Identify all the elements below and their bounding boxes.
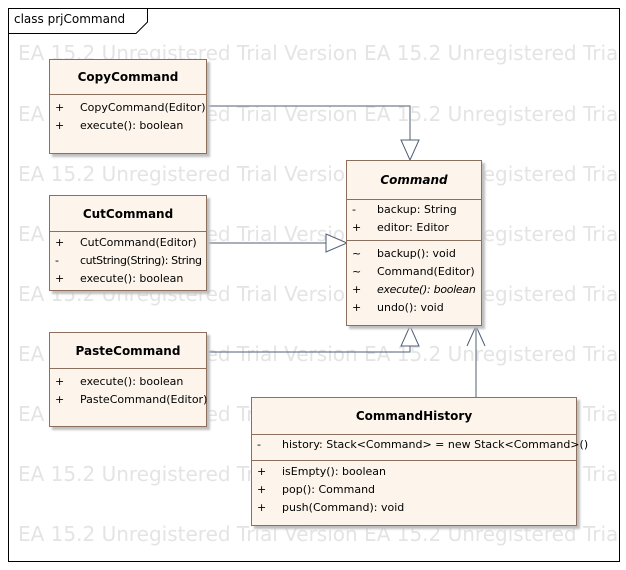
visibility-marker: + xyxy=(55,393,65,406)
operation-row: - cutString(String): String xyxy=(50,252,206,270)
generalization-paste-to-command xyxy=(206,346,411,353)
class-command[interactable]: Command - backup: String + editor: Edito… xyxy=(346,160,482,326)
visibility-marker: + xyxy=(352,301,362,314)
visibility-marker: - xyxy=(257,438,261,451)
attribute-signature: editor: Editor xyxy=(377,221,449,234)
class-copy-command[interactable]: CopyCommand + CopyCommand(Editor) + exec… xyxy=(49,59,207,154)
operation-signature: PasteCommand(Editor) xyxy=(80,393,208,406)
operation-signature: isEmpty(): boolean xyxy=(282,465,387,478)
operation-signature: pop(): Command xyxy=(282,483,376,496)
visibility-marker: - xyxy=(55,254,59,267)
visibility-marker: + xyxy=(55,101,65,114)
generalization-arrowhead xyxy=(325,233,349,253)
operations-compartment: + CutCommand(Editor) - cutString(String)… xyxy=(50,232,206,291)
operations-compartment: + CopyCommand(Editor) + execute(): boole… xyxy=(50,95,206,138)
operation-signature: execute(): boolean xyxy=(80,272,184,285)
operations-compartment: ~ backup(): void ~ Command(Editor) + exe… xyxy=(347,241,481,320)
class-name: CutCommand xyxy=(50,196,206,232)
operation-row: + CutCommand(Editor) xyxy=(50,234,206,252)
operation-row: + isEmpty(): boolean xyxy=(252,463,576,481)
operation-signature: cutString(String): String xyxy=(80,254,202,267)
attribute-row: - history: Stack<Command> = new Stack<Co… xyxy=(252,436,588,454)
operation-row: + push(Command): void xyxy=(252,499,576,517)
operation-signature: CutCommand(Editor) xyxy=(80,236,197,249)
class-name: CommandHistory xyxy=(252,398,576,435)
visibility-marker: ~ xyxy=(352,265,362,278)
visibility-marker: - xyxy=(352,203,356,216)
generalization-arrowhead xyxy=(400,324,420,347)
visibility-marker: + xyxy=(257,483,267,496)
visibility-marker: + xyxy=(55,272,65,285)
visibility-marker: + xyxy=(352,283,362,296)
operation-row: + execute(): boolean xyxy=(50,270,206,288)
operation-signature: Command(Editor) xyxy=(377,265,475,278)
operation-signature: undo(): void xyxy=(377,301,444,314)
operation-row: + execute(): boolean xyxy=(347,281,481,299)
visibility-marker: + xyxy=(55,375,65,388)
operation-signature: push(Command): void xyxy=(282,501,405,514)
operation-row: + undo(): void xyxy=(347,299,481,317)
visibility-marker: ~ xyxy=(352,247,362,260)
class-paste-command[interactable]: PasteCommand + execute(): boolean + Past… xyxy=(49,332,207,427)
attribute-row: - backup: String xyxy=(347,201,481,219)
attributes-compartment: - backup: String + editor: Editor xyxy=(347,200,481,241)
visibility-marker: + xyxy=(55,119,65,132)
operation-signature: execute(): boolean xyxy=(377,283,476,296)
attributes-compartment: - history: Stack<Command> = new Stack<Co… xyxy=(252,435,588,461)
operation-signature: execute(): boolean xyxy=(80,375,184,388)
operations-compartment: + execute(): boolean + PasteCommand(Edit… xyxy=(50,369,208,412)
class-name: Command xyxy=(347,161,481,200)
operation-row: + execute(): boolean xyxy=(50,373,206,391)
generalization-arrowhead xyxy=(400,139,420,162)
class-name: PasteCommand xyxy=(50,333,206,369)
operation-signature: CopyCommand(Editor) xyxy=(80,101,206,114)
frame-title: class prjCommand xyxy=(14,12,126,26)
operation-row: + execute(): boolean xyxy=(50,117,206,135)
visibility-marker: + xyxy=(257,501,267,514)
generalization-copy-to-command xyxy=(206,105,411,140)
operation-row: + PasteCommand(Editor) xyxy=(50,391,208,409)
operations-compartment: + isEmpty(): boolean + pop(): Command + … xyxy=(252,461,576,520)
operation-signature: backup(): void xyxy=(377,247,456,260)
operation-row: ~ Command(Editor) xyxy=(347,263,481,281)
association-arrowhead xyxy=(466,324,486,347)
operation-row: ~ backup(): void xyxy=(347,245,481,263)
attribute-row: + editor: Editor xyxy=(347,219,481,237)
attribute-signature: backup: String xyxy=(377,203,457,216)
visibility-marker: + xyxy=(257,465,267,478)
class-command-history[interactable]: CommandHistory - history: Stack<Command>… xyxy=(251,397,588,526)
frame-tab xyxy=(8,8,148,34)
visibility-marker: + xyxy=(55,236,65,249)
operation-row: + CopyCommand(Editor) xyxy=(50,99,206,117)
operation-row: + pop(): Command xyxy=(252,481,576,499)
visibility-marker: + xyxy=(352,221,362,234)
class-cut-command[interactable]: CutCommand + CutCommand(Editor) - cutStr… xyxy=(49,195,207,291)
operation-signature: execute(): boolean xyxy=(80,119,184,132)
class-name: CopyCommand xyxy=(50,60,206,95)
attribute-signature: history: Stack<Command> = new Stack<Comm… xyxy=(282,438,589,451)
